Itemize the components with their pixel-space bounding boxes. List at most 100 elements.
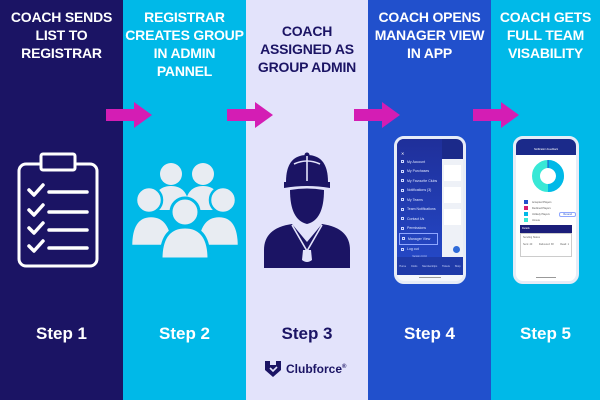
menu-item-icon bbox=[401, 247, 404, 251]
tab-memberships[interactable]: Memberships bbox=[422, 264, 438, 268]
tab-clubs[interactable]: Clubs bbox=[410, 264, 418, 268]
step-2-column: REGISTRAR CREATES GROUP IN ADMIN PANNEL … bbox=[123, 0, 246, 400]
delivered-count: Delivered: 38 bbox=[538, 243, 554, 246]
step-5-label: Step 5 bbox=[519, 324, 572, 343]
menu-item-label: Manager View bbox=[408, 236, 431, 241]
side-menu: ✕ My Account My Purchases My Favourite C… bbox=[397, 139, 442, 258]
menu-item[interactable]: Notifications (3) bbox=[397, 186, 442, 196]
legend-item: Unlikely Players Resend bbox=[524, 211, 576, 217]
legend-item: Unsure bbox=[524, 217, 576, 223]
menu-item[interactable]: Permissions bbox=[397, 224, 442, 234]
menu-item[interactable]: Contact Us bbox=[397, 214, 442, 224]
details-label: Details bbox=[522, 227, 530, 230]
step-1-title-line: LIST TO bbox=[35, 27, 88, 43]
close-icon[interactable]: ✕ bbox=[401, 151, 405, 156]
tab-tickets[interactable]: Tickets bbox=[442, 264, 450, 268]
menu-item-label: My Teams bbox=[407, 197, 423, 202]
menu-item-label: My Favourite Clubs bbox=[407, 178, 438, 183]
resend-button[interactable]: Resend bbox=[559, 211, 576, 217]
step-4-label: Step 4 bbox=[403, 324, 456, 343]
menu-item-icon bbox=[401, 207, 404, 211]
legend-swatch bbox=[524, 206, 528, 210]
arrow-right-icon bbox=[106, 102, 152, 128]
menu-item-manager-view[interactable]: Manager View bbox=[399, 233, 438, 245]
legend-label: Accepted Players bbox=[532, 200, 552, 204]
content-card bbox=[444, 187, 461, 203]
fab-button[interactable] bbox=[453, 246, 460, 253]
step-3-title-line: ASSIGNED AS bbox=[260, 41, 354, 57]
phone-app-menu-screenshot: ✕ My Account My Purchases My Favourite C… bbox=[394, 136, 466, 284]
arrow-right-icon bbox=[227, 102, 273, 128]
legend-item: Declined Players bbox=[524, 205, 576, 211]
menu-item-label: Permissions bbox=[407, 226, 427, 231]
donut-segment-unlikely bbox=[547, 160, 564, 192]
coach-with-whistle-icon bbox=[264, 152, 350, 268]
brand-name: Clubforce bbox=[286, 362, 343, 376]
menu-item-icon bbox=[401, 198, 404, 202]
details-panel: Sending Status Sent: 40 Delivered: 38 Re… bbox=[520, 233, 572, 257]
step-4-title: COACH OPENS MANAGER VIEW IN APP bbox=[368, 8, 491, 62]
tab-home[interactable]: Home bbox=[399, 264, 407, 268]
registered-mark: ® bbox=[342, 364, 347, 370]
menu-item-icon bbox=[402, 237, 405, 241]
menu-item[interactable]: Log out bbox=[397, 245, 442, 255]
menu-item-icon bbox=[401, 179, 404, 183]
step-4-title-line: COACH OPENS bbox=[378, 9, 481, 25]
arrow-right-icon bbox=[473, 102, 519, 128]
sent-count: Sent: 40 bbox=[523, 243, 533, 246]
step-2-title: REGISTRAR CREATES GROUP IN ADMIN PANNEL bbox=[123, 8, 246, 80]
clubforce-shield-logo-icon bbox=[265, 361, 281, 377]
arrow-right-icon bbox=[354, 102, 400, 128]
step-5-title-line: COACH GETS bbox=[499, 9, 592, 25]
menu-item[interactable]: My Purchases bbox=[397, 167, 442, 177]
menu-item-icon bbox=[401, 169, 404, 173]
step-2-title-line: PANNEL bbox=[156, 63, 213, 79]
legend-swatch bbox=[524, 200, 528, 204]
step-5-title-line: VISABILITY bbox=[507, 45, 583, 61]
step-3-title: COACH ASSIGNED AS GROUP ADMIN bbox=[246, 22, 368, 76]
clubforce-wordmark: Clubforce® bbox=[286, 362, 346, 376]
legend-label: Declined Players bbox=[532, 206, 551, 210]
menu-item-label: Contact Us bbox=[407, 216, 425, 221]
chart-legend: Accepted Players Declined Players Unlike… bbox=[524, 199, 576, 223]
home-indicator bbox=[536, 276, 556, 278]
screen-header: Notification Feedback bbox=[516, 139, 576, 155]
donut-chart bbox=[532, 160, 564, 192]
phone-dashboard-screenshot: Notification Feedback Accepted Players D… bbox=[513, 136, 579, 284]
group-people-icon bbox=[131, 163, 239, 260]
step-4-title-line: MANAGER VIEW bbox=[374, 27, 485, 43]
step-2-title-line: CREATES GROUP bbox=[125, 27, 244, 43]
step-4-title-line: IN APP bbox=[407, 45, 452, 61]
home-indicator bbox=[419, 276, 441, 278]
clipboard-checklist-icon bbox=[17, 152, 99, 268]
legend-swatch bbox=[524, 218, 528, 222]
legend-label: Unlikely Players bbox=[532, 212, 550, 216]
legend-swatch bbox=[524, 212, 528, 216]
menu-item-label: Team Notifications bbox=[407, 207, 436, 212]
step-1-title: COACH SENDS LIST TO REGISTRAR bbox=[0, 8, 123, 62]
step-1-title-line: REGISTRAR bbox=[21, 45, 102, 61]
content-card bbox=[444, 165, 461, 181]
menu-item-icon bbox=[401, 226, 404, 230]
version-text: Version 0.0.0 bbox=[397, 255, 442, 258]
step-5-title-line: FULL TEAM bbox=[506, 27, 585, 43]
step-3-column: COACH ASSIGNED AS GROUP ADMIN Step 3 Clu… bbox=[246, 0, 368, 400]
step-4-column: COACH OPENS MANAGER VIEW IN APP ✕ My Acc… bbox=[368, 0, 491, 400]
clubforce-logo: Clubforce® bbox=[264, 360, 346, 378]
step-5-title: COACH GETS FULL TEAM VISABILITY bbox=[491, 8, 600, 62]
menu-item-icon bbox=[401, 188, 404, 192]
step-5-column: COACH GETS FULL TEAM VISABILITY Notifica… bbox=[491, 0, 600, 400]
step-1-column: COACH SENDS LIST TO REGISTRAR Step 1 bbox=[0, 0, 123, 400]
menu-item-label: Log out bbox=[407, 247, 419, 252]
menu-item-label: My Account bbox=[407, 159, 426, 164]
tab-shop[interactable]: Shop bbox=[454, 264, 461, 268]
menu-item[interactable]: My Favourite Clubs bbox=[397, 176, 442, 186]
bottom-tab-bar: Home Clubs Memberships Tickets Shop bbox=[397, 257, 463, 275]
step-3-title-line: COACH bbox=[281, 23, 333, 39]
menu-item[interactable]: My Account bbox=[397, 157, 442, 167]
menu-item[interactable]: Team Notifications bbox=[397, 205, 442, 215]
read-count: Read: 1 bbox=[560, 243, 569, 246]
content-card bbox=[444, 209, 461, 225]
step-2-title-line: REGISTRAR bbox=[144, 9, 225, 25]
menu-item[interactable]: My Teams bbox=[397, 195, 442, 205]
